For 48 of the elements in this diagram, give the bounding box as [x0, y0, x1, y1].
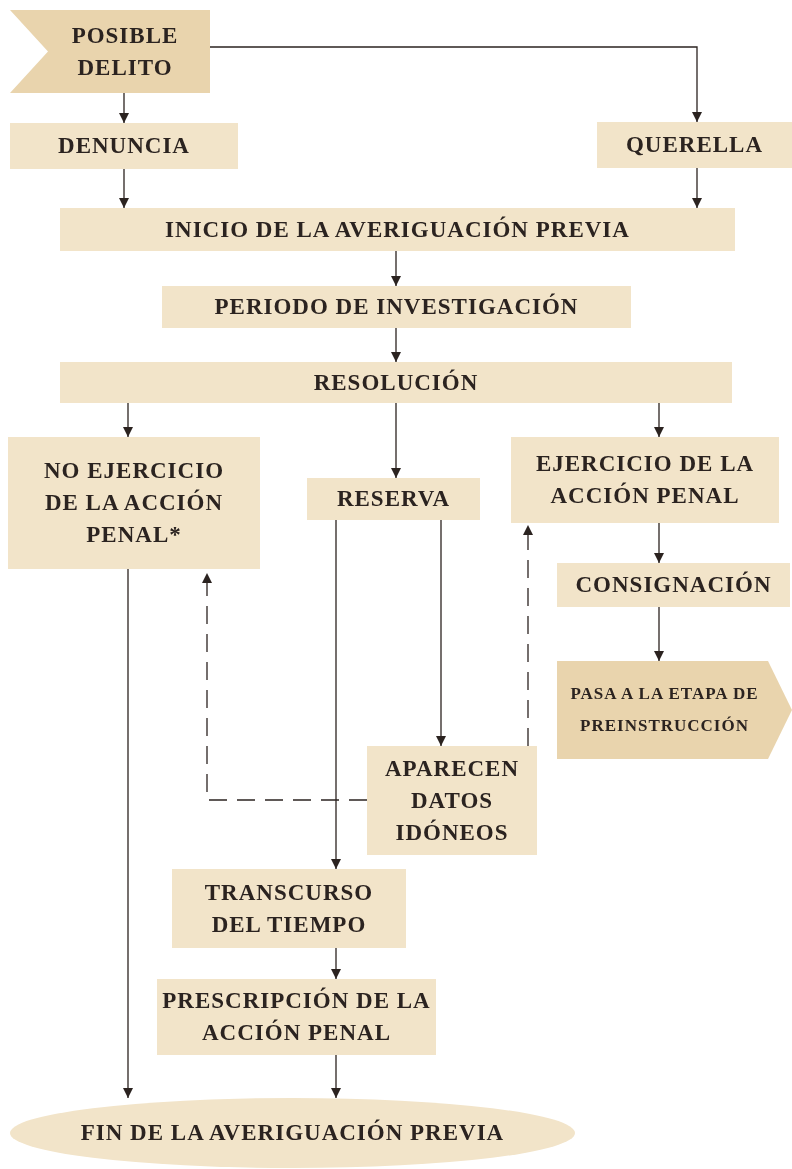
process-box — [367, 746, 537, 855]
process-box — [172, 869, 406, 948]
arrow — [436, 519, 446, 747]
arrow — [391, 327, 401, 363]
arrow — [692, 167, 702, 209]
process-box — [60, 362, 732, 403]
arrow — [331, 519, 341, 870]
node-label: APARECEN DATOS IDÓNEOS — [383, 754, 521, 847]
arrow — [654, 522, 664, 564]
arrow — [391, 402, 401, 479]
process-box — [157, 979, 436, 1055]
node-label: TRANSCURSO DEL TIEMPO — [203, 878, 375, 939]
node-label: PRESCRIPCIÓN DE LA ACCIÓN PENAL — [161, 986, 432, 1047]
node-label: RESOLUCIÓN — [313, 368, 479, 397]
arrow — [119, 168, 129, 209]
arrow — [123, 402, 133, 438]
end-ellipse — [10, 1098, 575, 1168]
notched-start-box — [10, 10, 210, 93]
arrow — [119, 92, 129, 124]
node-label: FIN DE LA AVERIGUACIÓN PREVIA — [80, 1118, 505, 1147]
node-label: INICIO DE LA AVERIGUACIÓN PREVIA — [165, 215, 630, 244]
node-label: EJERCICIO DE LA ACCIÓN PENAL — [534, 450, 756, 510]
arrow — [654, 606, 664, 662]
node-label: PERIODO DE INVESTIGACIÓN — [214, 292, 579, 321]
node-label: POSIBLE DELITO — [70, 21, 180, 82]
arrow — [123, 568, 133, 1099]
node-label: CONSIGNACIÓN — [575, 570, 772, 599]
node-label: RESERVA — [336, 485, 451, 513]
arrow — [331, 1054, 341, 1099]
node-label: QUERELLA — [625, 131, 764, 159]
process-box — [8, 437, 260, 569]
node-label: PASA A LA ETAPA DE PREINSTRUCCIÓN — [569, 683, 760, 737]
process-box — [10, 123, 238, 169]
node-label: NO EJERCICIO DE LA ACCIÓN PENAL* — [42, 457, 226, 549]
dashed-arrow — [523, 524, 533, 747]
process-box — [307, 478, 480, 520]
dashed-arrow — [202, 572, 368, 801]
arrow — [209, 46, 702, 123]
process-box — [162, 286, 631, 328]
arrow — [331, 947, 341, 980]
arrow — [391, 250, 401, 287]
node-label: DENUNCIA — [58, 132, 190, 160]
arrow-shaped-box — [557, 661, 792, 759]
process-box — [557, 563, 790, 607]
process-box — [597, 122, 792, 168]
process-box — [511, 437, 779, 523]
process-box — [60, 208, 735, 251]
arrow — [654, 402, 664, 438]
